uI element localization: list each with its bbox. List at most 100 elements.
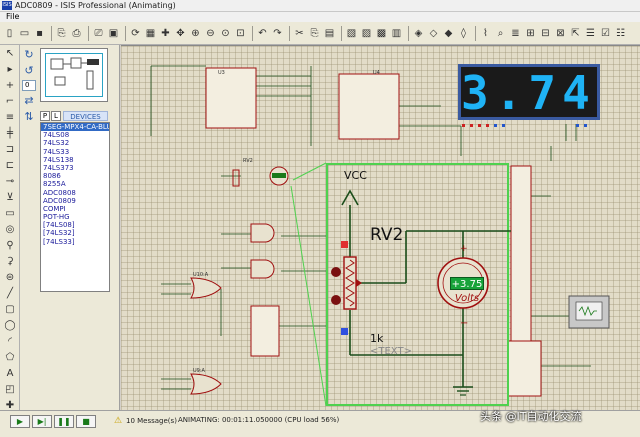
wire-autorouter-icon[interactable]: ⌇ [483,27,488,39]
wire-label-icon[interactable]: ⌐ [5,96,15,107]
zoom-all-icon[interactable]: ⊙ [221,27,230,39]
pause-button[interactable]: ❚❚ [54,415,74,428]
path-tool-icon[interactable]: ⬠ [5,352,15,363]
circle-tool-icon[interactable]: ◯ [4,320,16,331]
mirror-x-icon[interactable]: ⇄ [24,94,34,107]
rotate-clockwise-icon[interactable]: ↻ [24,48,34,61]
device-list-item[interactable]: [74LS08] [43,221,75,230]
subcircuit-icon[interactable]: ⊐ [5,144,15,155]
import-icon[interactable]: ⎘ [57,27,66,39]
seven-segment-display[interactable]: 3.74 [458,64,600,120]
menu-file[interactable]: File [6,12,20,21]
device-list-item[interactable]: 8255A [43,180,66,189]
gate-u10[interactable] [250,259,275,279]
play-button[interactable]: ▶ [10,415,30,428]
device-list-item[interactable]: 8086 [43,172,61,181]
paste-icon[interactable]: ▤ [324,27,335,39]
line-tool-icon[interactable]: ╱ [6,288,14,299]
device-list-item[interactable]: 74LS33 [43,147,70,156]
device-pins-icon[interactable]: ⊸ [5,176,15,187]
rotation-angle-field[interactable]: 0 [22,80,36,91]
virtual-instruments-icon[interactable]: ⊜ [5,272,15,283]
terminals-icon[interactable]: ⊏ [5,160,15,171]
mirror-y-icon[interactable]: ⇅ [24,110,34,123]
block-rotate-icon[interactable]: ▩ [376,27,387,39]
graph-mode-icon[interactable]: ⊻ [6,192,14,203]
new-sheet-icon[interactable]: ⊟ [541,27,550,39]
schematic-canvas[interactable]: U3 U4 RV2 U10:A U9:A 3.74 [121,45,640,410]
device-list-item[interactable]: 74LS373 [43,163,74,172]
design-explorer-icon[interactable]: ⊞ [526,27,535,39]
tape-recorder-icon[interactable]: ▭ [5,208,15,219]
decrease-button[interactable] [331,295,341,305]
netlist-icon[interactable]: ☷ [616,27,625,39]
remove-sheet-icon[interactable]: ⊠ [556,27,565,39]
origin-icon[interactable]: ✚ [161,27,170,39]
grid-icon[interactable]: ▦ [145,27,156,39]
zoom-in-icon[interactable]: ⊕ [191,27,200,39]
junction-dot-icon[interactable]: + [5,80,15,91]
search-tag-icon[interactable]: ⌕ [497,27,504,39]
new-file-icon[interactable]: ▯ [6,27,13,39]
latch-chip[interactable] [250,305,280,357]
make-device-icon[interactable]: ◇ [429,27,438,39]
device-list-item[interactable]: 74LS138 [43,155,74,164]
electrical-check-icon[interactable]: ☑ [601,27,610,39]
block-copy-icon[interactable]: ▧ [346,27,357,39]
export-icon[interactable]: ⎙ [72,27,81,39]
voltage-probe-icon[interactable]: ⚲ [6,240,14,251]
box-tool-icon[interactable]: ▢ [5,304,15,315]
stop-button[interactable]: ■ [76,415,96,428]
device-list-item[interactable]: COMPI [43,204,66,213]
bus-mode-icon[interactable]: ╪ [6,128,14,139]
u4-chip[interactable] [338,73,400,140]
arc-tool-icon[interactable]: ◜ [8,336,12,347]
component-mode-icon[interactable]: ▸ [7,64,13,75]
print-area-icon[interactable]: ▣ [108,27,119,39]
increase-button[interactable] [331,267,341,277]
exit-to-parent-icon[interactable]: ⇱ [571,27,580,39]
small-potentiometer[interactable] [232,169,240,187]
symbol-tool-icon[interactable]: ◰ [5,384,15,395]
device-list-item[interactable]: ADC0808 [43,188,76,197]
current-probe-icon[interactable]: ⚳ [6,256,14,267]
cut-icon[interactable]: ✂ [295,27,304,39]
copy-icon[interactable]: ⎘ [310,27,319,39]
device-list-item[interactable]: 7SEG-MPX4-CA-BLUE [41,123,109,132]
refresh-icon[interactable]: ⟳ [131,27,140,39]
gate-u10a[interactable] [190,277,222,299]
rotate-anticlockwise-icon[interactable]: ↺ [24,64,34,77]
redo-icon[interactable]: ↷ [273,27,282,39]
decompose-icon[interactable]: ◊ [461,27,466,39]
step-button[interactable]: ▶| [32,415,52,428]
print-icon[interactable]: ⎚ [94,27,103,39]
bill-of-materials-icon[interactable]: ☰ [586,27,595,39]
library-manager-button[interactable]: L [51,111,61,121]
device-list-item[interactable]: 74LS32 [43,139,70,148]
text-tool-icon[interactable]: A [6,368,14,379]
selection-mode-icon[interactable]: ↖ [5,48,15,59]
open-file-icon[interactable]: ▭ [19,27,30,39]
messages-indicator[interactable]: ⚠ 10 Message(s) [114,416,177,426]
undo-icon[interactable]: ↶ [258,27,267,39]
save-file-icon[interactable]: ▪ [36,27,43,39]
generator-icon[interactable]: ◎ [5,224,15,235]
gate-u9a[interactable] [190,373,222,395]
zoom-out-icon[interactable]: ⊖ [206,27,215,39]
marker-tool-icon[interactable]: ✚ [5,400,15,411]
gate-u9[interactable] [250,223,275,243]
device-list-item[interactable]: POT-HG [43,213,70,222]
pick-device-icon[interactable]: ◈ [414,27,423,39]
block-move-icon[interactable]: ▨ [361,27,372,39]
device-list-item[interactable]: [74LS33] [43,237,75,246]
property-tool-icon[interactable]: ≣ [511,27,520,39]
block-delete-icon[interactable]: ▥ [391,27,402,39]
pan-icon[interactable]: ✥ [176,27,185,39]
u3-chip[interactable] [205,67,257,129]
pick-devices-button[interactable]: P [40,111,50,121]
overview-window[interactable] [40,48,108,102]
zoom-area-icon[interactable]: ⊡ [236,27,245,39]
device-list-item[interactable]: [74LS32] [43,229,75,238]
device-list-item[interactable]: ADC0809 [43,196,76,205]
